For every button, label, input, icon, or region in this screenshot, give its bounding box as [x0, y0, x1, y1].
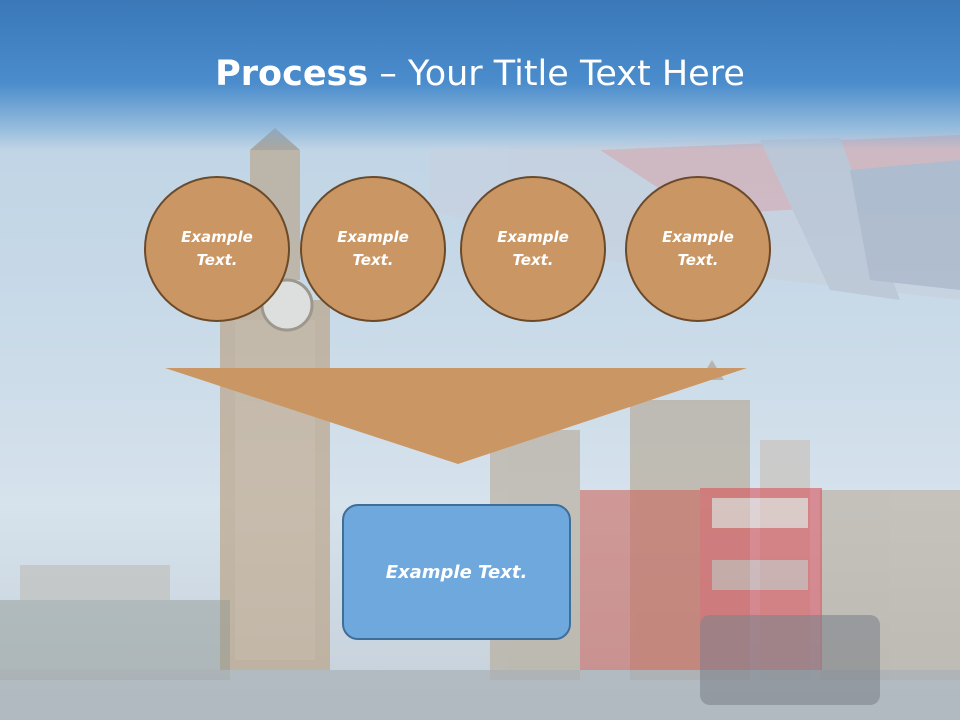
- process-step-label: Example Text.: [181, 228, 253, 269]
- funnel-triangle: [165, 368, 747, 464]
- process-step-label: Example Text.: [497, 228, 569, 269]
- process-step-circle-4: Example Text.: [625, 176, 771, 322]
- result-label: Example Text.: [385, 561, 528, 583]
- process-step-circle-2: Example Text.: [300, 176, 446, 322]
- title-rest-text: – Your Title Text Here: [368, 54, 745, 94]
- car-graphic: [700, 615, 880, 705]
- process-step-circle-1: Example Text.: [144, 176, 290, 322]
- result-box: Example Text.: [342, 504, 571, 640]
- left-buildings-graphic: [0, 565, 230, 680]
- process-step-circle-3: Example Text.: [460, 176, 606, 322]
- slide-title: Process – Your Title Text Here: [0, 52, 960, 96]
- title-bold-text: Process: [215, 54, 369, 94]
- title-bar: [0, 0, 960, 150]
- process-step-label: Example Text.: [337, 228, 409, 269]
- process-step-label: Example Text.: [662, 228, 734, 269]
